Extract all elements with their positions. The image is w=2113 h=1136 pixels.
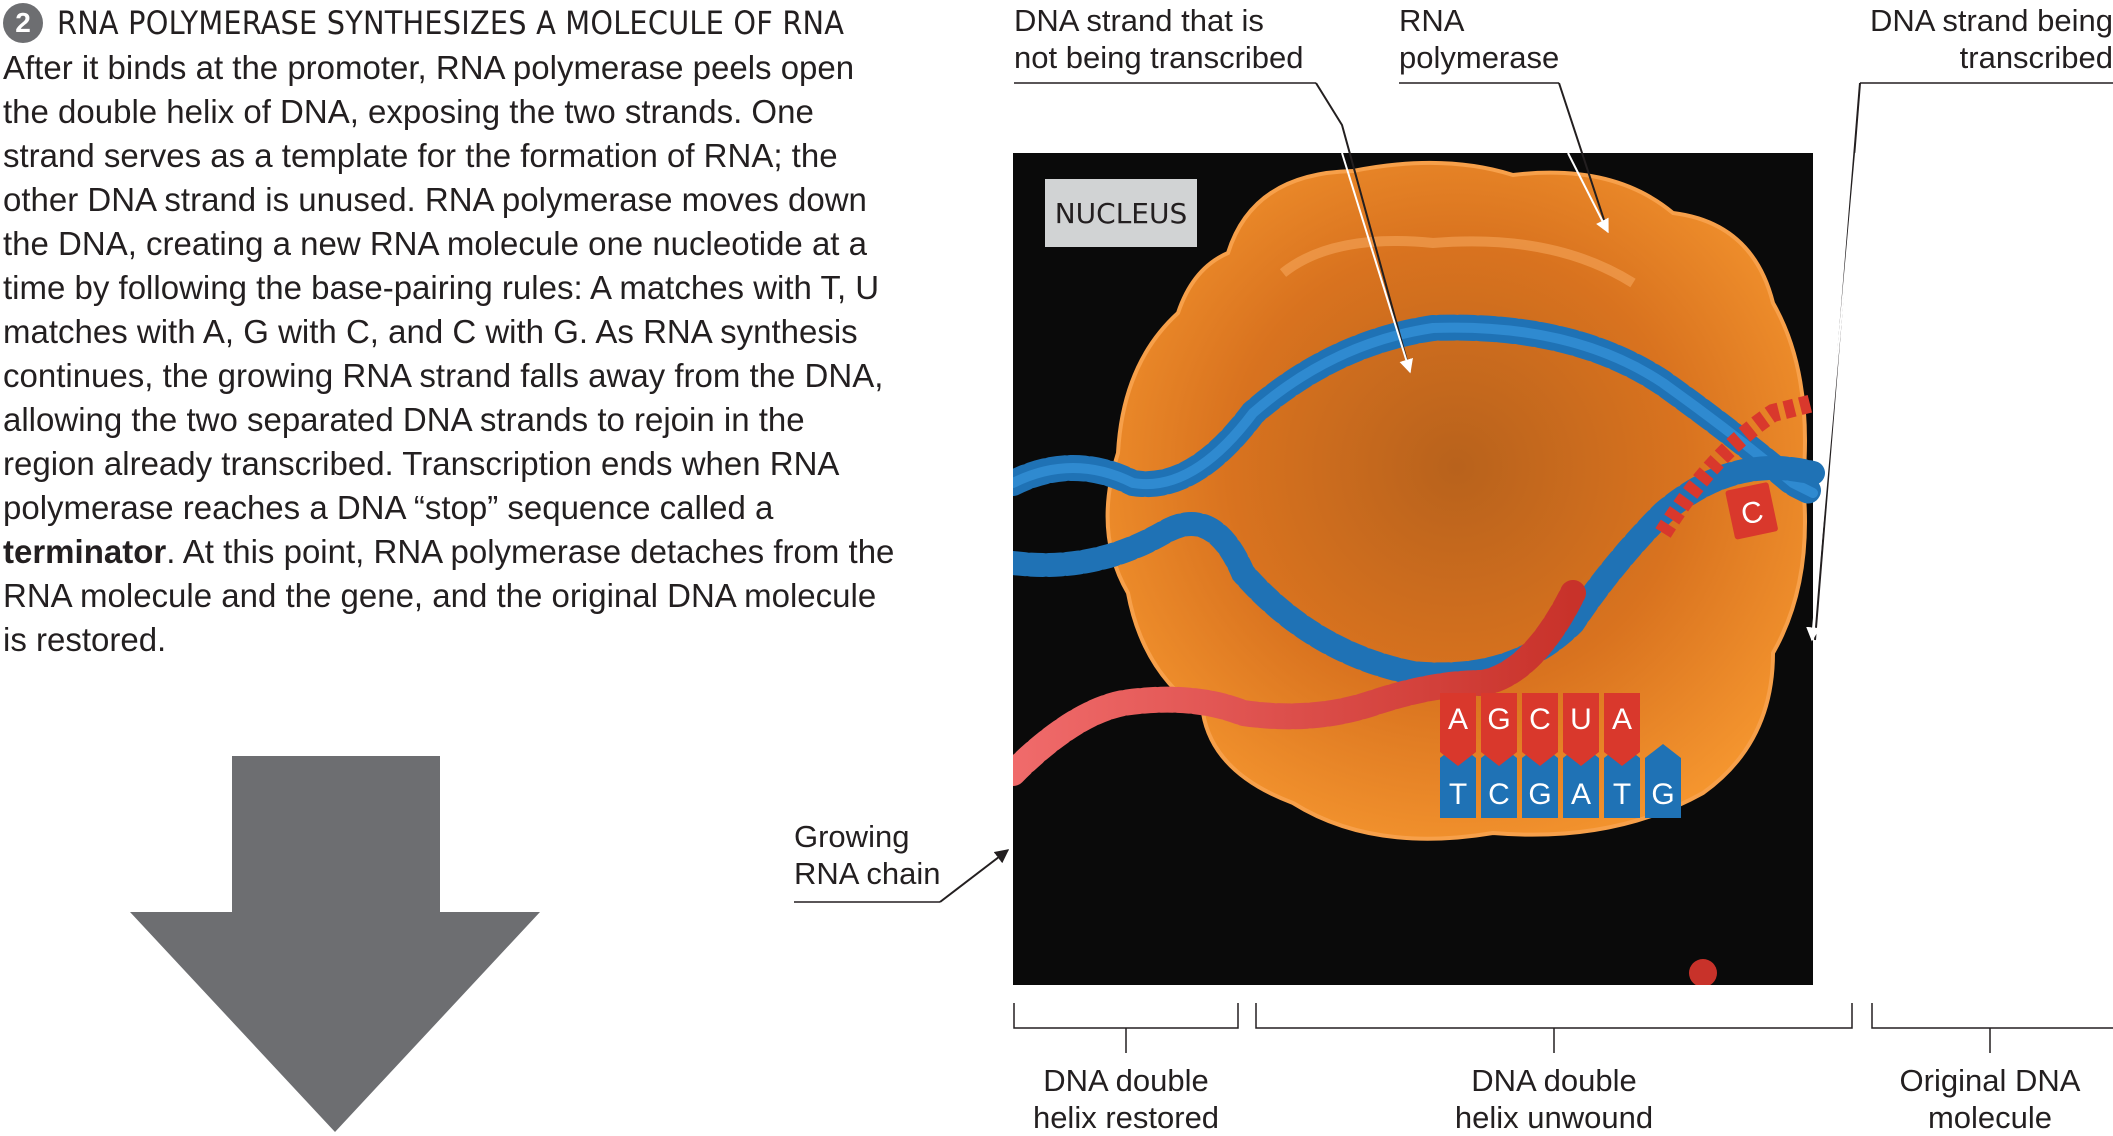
- dna-base-letter: A: [1571, 778, 1591, 811]
- nucleus-tag: [1045, 179, 1197, 247]
- label-rna-polymerase: RNA polymerase: [1399, 3, 1560, 75]
- label-dna-not-transcribed: DNA strand that is not being transcribed: [1014, 3, 1304, 75]
- step-header: 2 RNA POLYMERASE SYNTHESIZES A MOLECULE …: [3, 3, 844, 43]
- bracket-restored: [1013, 1003, 1239, 1029]
- dna-base-letter: T: [1613, 778, 1631, 811]
- dna-strand-transcribed: [1013, 456, 1825, 687]
- body-paragraph: After it binds at the promoter, RNA poly…: [3, 46, 903, 662]
- base-pair: TA: [1604, 693, 1640, 818]
- base-pair: CG: [1481, 693, 1517, 818]
- step-number-badge: 2: [3, 3, 43, 43]
- base-pair: TA: [1440, 693, 1476, 818]
- dna-base-letter: T: [1449, 778, 1467, 811]
- down-arrow-icon: [130, 756, 540, 1132]
- dna-base-letter: C: [1488, 778, 1510, 811]
- rna-base-letter: A: [1448, 703, 1468, 736]
- incoming-nucleotide: C: [1725, 482, 1778, 540]
- rna-polymerase-shape: [1105, 160, 1807, 841]
- label-growing-rna: Growing RNA chain: [794, 819, 941, 891]
- body-text-bold-term: terminator: [3, 533, 167, 570]
- label-dna-transcribed: DNA strand being transcribed: [1870, 3, 2113, 75]
- base-pair: GC: [1522, 693, 1558, 818]
- rna-base-letter: C: [1529, 703, 1551, 736]
- bracket-original: [1871, 1003, 2113, 1029]
- rna-base-letter: G: [1487, 703, 1510, 736]
- rna-base-letter: U: [1570, 703, 1592, 736]
- label-original-dna: Original DNA molecule: [1899, 1063, 2081, 1135]
- bracket-unwound: [1255, 1003, 1853, 1029]
- body-text-part2: . At this point, RNA polymerase detaches…: [3, 533, 895, 658]
- body-text-part1: After it binds at the promoter, RNA poly…: [3, 49, 884, 526]
- label-helix-unwound: DNA double helix unwound: [1454, 1063, 1654, 1135]
- nucleus-label: NUCLEUS: [1055, 197, 1188, 230]
- dna-base-letter: G: [1651, 778, 1674, 811]
- rna-base-letter: A: [1612, 703, 1632, 736]
- label-helix-restored: DNA double helix restored: [1032, 1063, 1220, 1135]
- base-pair: AU: [1563, 693, 1599, 818]
- base-pair: G: [1645, 744, 1681, 818]
- growing-rna-chain: [1013, 580, 1586, 786]
- dna-base-letter: G: [1528, 778, 1551, 811]
- step-title: RNA POLYMERASE SYNTHESIZES A MOLECULE OF…: [57, 4, 845, 42]
